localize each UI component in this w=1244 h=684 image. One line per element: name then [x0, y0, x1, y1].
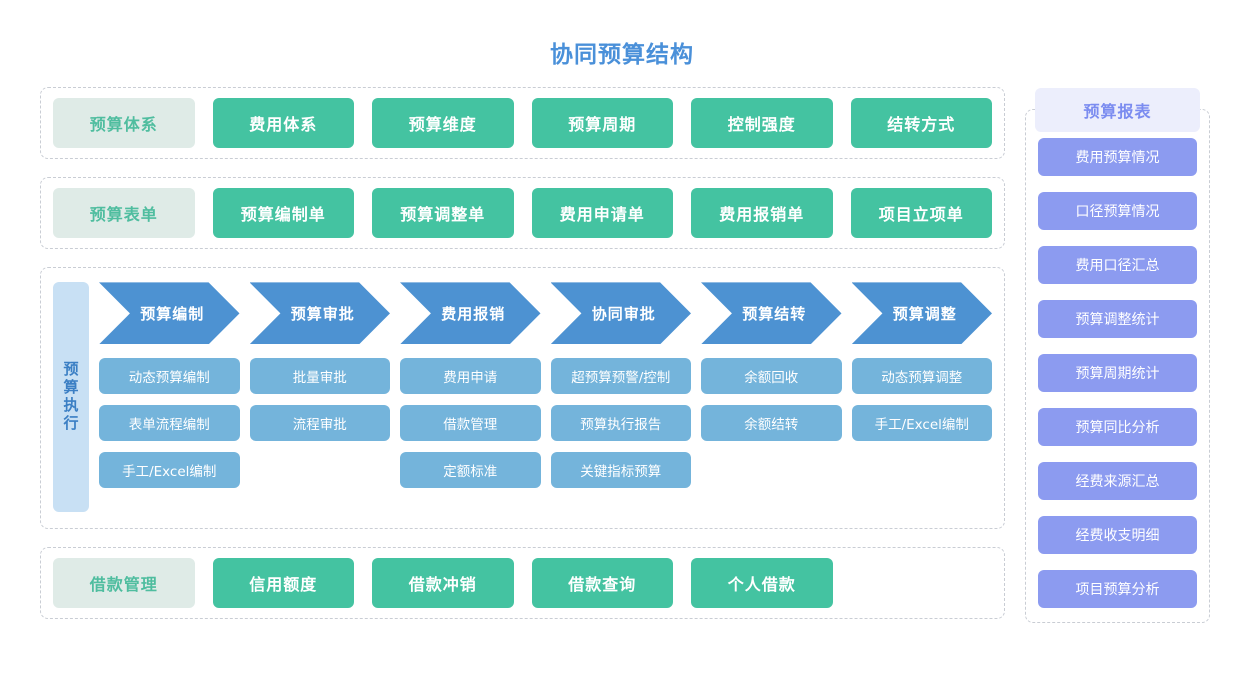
- budget-form-group: 预算表单 预算编制单 预算调整单 费用申请单 费用报销单 项目立项单: [40, 177, 1005, 250]
- cell-manual-excel-prepare[interactable]: 手工/Excel编制: [851, 405, 992, 442]
- budget-system-group: 预算体系 费用体系 预算维度 预算周期 控制强度 结转方式: [40, 87, 1005, 160]
- chip-budget-prepare-form[interactable]: 预算编制单: [212, 188, 354, 239]
- arrow-budget-adjust[interactable]: 预算调整: [851, 282, 992, 345]
- chip-loan-query[interactable]: 借款查询: [531, 558, 673, 609]
- arrow-collab-approve[interactable]: 协同审批: [550, 282, 691, 345]
- loan-management-row: 借款管理 信用额度 借款冲销 借款查询 个人借款: [53, 558, 993, 609]
- cell-loan-management[interactable]: 借款管理: [400, 405, 541, 442]
- sidebar-item-fee-caliber-summary[interactable]: 费用口径汇总: [1038, 246, 1197, 285]
- chip-placeholder: [851, 558, 993, 608]
- sidebar-item-caliber-budget-status[interactable]: 口径预算情况: [1038, 192, 1197, 231]
- chip-carryover-method[interactable]: 结转方式: [850, 98, 992, 149]
- cell-quota-standard[interactable]: 定额标准: [400, 452, 541, 489]
- arrow-budget-prepare[interactable]: 预算编制: [99, 282, 240, 345]
- process-column-budget-adjust: 预算调整 动态预算调整 手工/Excel编制: [851, 282, 993, 512]
- chip-budget-adjust-form[interactable]: 预算调整单: [372, 188, 514, 239]
- process-column-fee-reimburse: 费用报销 费用申请 借款管理 定额标准: [400, 282, 541, 512]
- arrow-budget-carryover[interactable]: 预算结转: [701, 282, 842, 345]
- sidebar-item-budget-yoy-analysis[interactable]: 预算同比分析: [1038, 408, 1197, 447]
- cell-over-budget-alert[interactable]: 超预算预警/控制: [550, 358, 691, 395]
- chip-project-setup-form[interactable]: 项目立项单: [850, 188, 992, 239]
- cell-placeholder: [250, 452, 391, 488]
- chip-control-strength[interactable]: 控制强度: [691, 98, 833, 149]
- budget-report-panel: 预算报表 费用预算情况 口径预算情况 费用口径汇总 预算调整统计 预算周期统计 …: [1025, 88, 1210, 624]
- cell-key-indicator-budget[interactable]: 关键指标预算: [550, 452, 691, 489]
- chip-fee-system[interactable]: 费用体系: [212, 98, 354, 149]
- chip-fee-apply-form[interactable]: 费用申请单: [531, 188, 673, 239]
- process-column-budget-carryover: 预算结转 余额回收 余额结转: [701, 282, 842, 512]
- cell-placeholder: [852, 452, 993, 488]
- process-column-collab-approve: 协同审批 超预算预警/控制 预算执行报告 关键指标预算: [550, 282, 691, 512]
- cell-fee-apply[interactable]: 费用申请: [400, 358, 541, 395]
- budget-system-row: 预算体系 费用体系 预算维度 预算周期 控制强度 结转方式: [53, 98, 992, 149]
- cell-flow-approve[interactable]: 流程审批: [249, 405, 390, 442]
- budget-execution-group: 预算执行 预算编制 动态预算编制 表单流程编制 手工/Excel编制 预算审批 …: [40, 267, 1005, 530]
- chip-budget-dimension[interactable]: 预算维度: [372, 98, 514, 149]
- cell-balance-carryover[interactable]: 余额结转: [701, 405, 842, 442]
- sidebar-item-budget-adjust-stats[interactable]: 预算调整统计: [1038, 300, 1197, 339]
- loan-management-label: 借款管理: [53, 558, 195, 609]
- sidebar-item-fee-budget-status[interactable]: 费用预算情况: [1038, 138, 1197, 177]
- budget-execution-label: 预算执行: [53, 282, 89, 513]
- budget-form-label: 预算表单: [53, 188, 195, 239]
- loan-management-group: 借款管理 信用额度 借款冲销 借款查询 个人借款: [40, 547, 1005, 620]
- cell-batch-approve[interactable]: 批量审批: [249, 358, 390, 395]
- process-columns: 预算编制 动态预算编制 表单流程编制 手工/Excel编制 预算审批 批量审批 …: [99, 282, 992, 512]
- cell-placeholder: [701, 452, 842, 488]
- cell-dynamic-budget-prepare[interactable]: 动态预算编制: [99, 358, 240, 395]
- left-column: 预算体系 费用体系 预算维度 预算周期 控制强度 结转方式 预算表单 预算编制单…: [40, 87, 1005, 637]
- budget-report-header: 预算报表: [1035, 88, 1200, 133]
- page-title: 协同预算结构: [550, 42, 694, 69]
- budget-form-row: 预算表单 预算编制单 预算调整单 费用申请单 费用报销单 项目立项单: [53, 188, 992, 239]
- cell-balance-recycle[interactable]: 余额回收: [701, 358, 842, 395]
- chip-fee-reimburse-form[interactable]: 费用报销单: [691, 188, 833, 239]
- budget-system-label: 预算体系: [53, 98, 195, 149]
- chip-budget-cycle[interactable]: 预算周期: [531, 98, 673, 149]
- cell-manual-excel-prepare[interactable]: 手工/Excel编制: [99, 452, 240, 489]
- process-column-budget-approve: 预算审批 批量审批 流程审批: [249, 282, 391, 512]
- arrow-budget-approve[interactable]: 预算审批: [249, 282, 390, 345]
- chip-credit-limit[interactable]: 信用额度: [212, 558, 354, 609]
- sidebar-item-funding-source-summary[interactable]: 经费来源汇总: [1038, 462, 1197, 501]
- cell-form-flow-prepare[interactable]: 表单流程编制: [99, 405, 240, 442]
- arrow-fee-reimburse[interactable]: 费用报销: [400, 282, 541, 345]
- cell-budget-exec-report[interactable]: 预算执行报告: [550, 405, 691, 442]
- sidebar-item-funding-income-expense[interactable]: 经费收支明细: [1038, 516, 1197, 555]
- chip-loan-writeoff[interactable]: 借款冲销: [372, 558, 514, 609]
- main-layout: 预算体系 费用体系 预算维度 预算周期 控制强度 结转方式 预算表单 预算编制单…: [0, 87, 1244, 637]
- right-column: 预算报表 费用预算情况 口径预算情况 费用口径汇总 预算调整统计 预算周期统计 …: [1025, 87, 1210, 624]
- process-column-budget-prepare: 预算编制 动态预算编制 表单流程编制 手工/Excel编制: [99, 282, 240, 512]
- sidebar-item-project-budget-analysis[interactable]: 项目预算分析: [1038, 570, 1197, 609]
- chip-personal-loan[interactable]: 个人借款: [691, 558, 833, 609]
- sidebar-item-budget-cycle-stats[interactable]: 预算周期统计: [1038, 354, 1197, 393]
- cell-dynamic-budget-adjust[interactable]: 动态预算调整: [851, 358, 992, 395]
